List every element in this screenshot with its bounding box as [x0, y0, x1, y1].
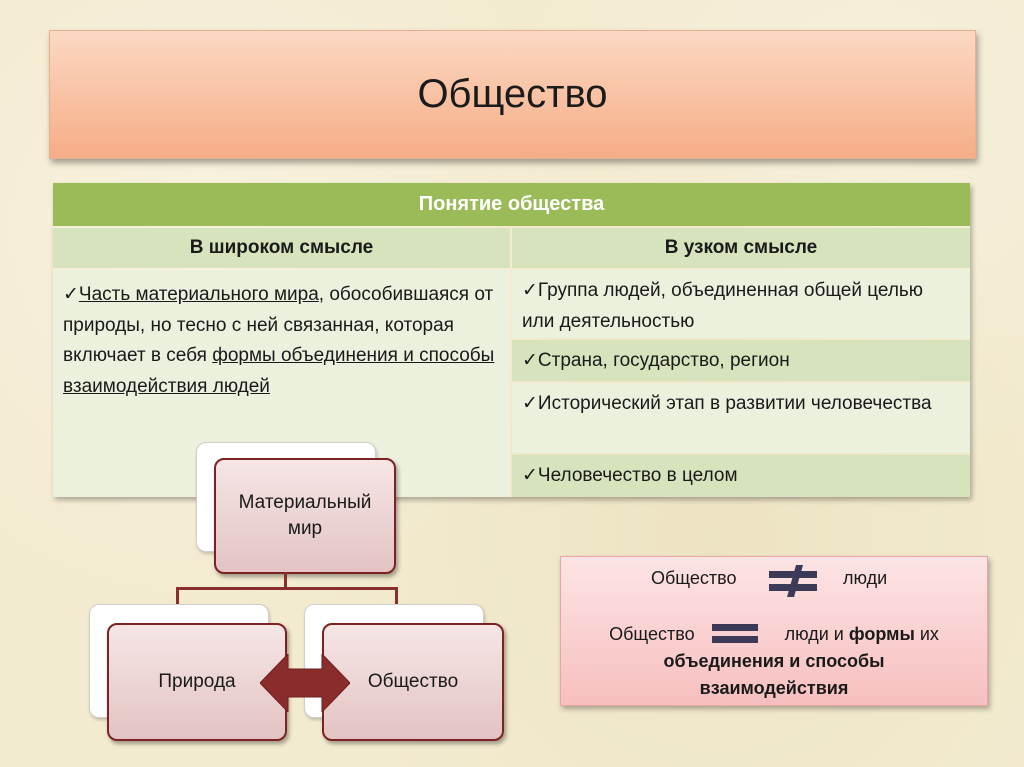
narrow-meaning-row-1: ✓Группа людей, объединенная общей целью … — [512, 270, 970, 338]
narrow-meaning-text-4: ✓Человечество в целом — [522, 465, 738, 486]
narrow-meaning-row-3: ✓Исторический этап в развитии человечест… — [512, 383, 970, 453]
comparison-forms: формы — [848, 624, 915, 644]
comparison-unions-and-ways: объединения и способы взаимодействия — [663, 651, 885, 698]
comparison-line-2-second: объединения и способы взаимодействия — [659, 648, 889, 702]
slide-title-box: Общество — [49, 30, 976, 159]
comparison-people: люди — [843, 568, 888, 588]
broad-meaning-part1: Часть материального мира — [78, 284, 319, 305]
comparison-line-1: Общество люди — [561, 568, 987, 594]
comparison-line-2-first: Общество люди и формы их — [561, 621, 987, 648]
comparison-line-2: Общество люди и формы их объединения и сп… — [561, 621, 987, 702]
node-material-world: Материальный мир — [214, 458, 396, 574]
broad-meaning-part2: , обособившаяся от природы, но тесно с н… — [63, 284, 494, 366]
broad-meaning-cell: ✓Часть материального мира, обособившаяся… — [53, 270, 510, 497]
slide-title: Общество — [417, 72, 608, 116]
table-header: Понятие общества — [53, 183, 970, 226]
comparison-box: Общество люди Общество люди и формы их об… — [560, 556, 988, 706]
connector-right — [395, 587, 398, 605]
connector-horizontal — [176, 587, 398, 590]
narrow-meaning-text-1: ✓Группа людей, объединенная общей целью … — [522, 280, 924, 332]
node-society-label: Общество — [367, 671, 459, 692]
narrow-meaning-row-4: ✓Человечество в целом — [512, 455, 970, 497]
comparison-people-and: люди и — [784, 624, 849, 644]
column-header-narrow: В узком смысле — [512, 228, 970, 268]
comparison-society-1: Общество — [651, 568, 737, 588]
checkmark: ✓ — [63, 284, 79, 305]
broad-meaning-part3: формы объединения и способы взаимодейств… — [63, 345, 495, 397]
connector-vertical — [284, 572, 287, 588]
double-arrow-icon — [260, 654, 350, 712]
column-header-broad: В широком смысле — [53, 228, 510, 268]
narrow-meaning-text-3: ✓Исторический этап в развитии человечест… — [522, 393, 932, 414]
narrow-meaning-row-2: ✓Страна, государство, регион — [512, 340, 970, 381]
connector-left — [176, 587, 179, 605]
node-nature-label: Природа — [158, 671, 236, 692]
comparison-their: их — [914, 624, 939, 644]
equal-icon — [712, 624, 758, 643]
not-equal-icon — [769, 565, 817, 597]
comparison-society-2: Общество — [609, 624, 695, 644]
node-nature: Природа — [107, 623, 287, 741]
node-material-world-label: Материальный мир — [238, 492, 372, 539]
concept-table: Понятие общества В широком смысле В узко… — [53, 183, 970, 497]
broad-meaning-text: ✓Часть материального мира, обособившаяся… — [63, 280, 503, 402]
narrow-meaning-text-2: ✓Страна, государство, регион — [522, 350, 790, 371]
